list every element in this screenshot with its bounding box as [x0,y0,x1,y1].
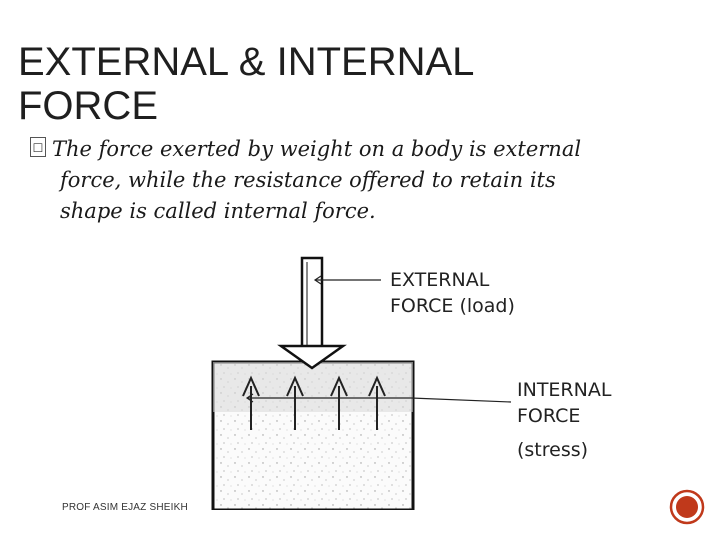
circle-nav-icon[interactable] [669,489,705,525]
body-line-3: shape is called internal force. [60,199,376,223]
external-label-line-2: FORCE (load) [390,295,515,317]
slide-title: EXTERNAL & INTERNAL FORCE [18,40,618,128]
external-force-arrow [277,256,347,370]
body-line-1: The force exerted by weight on a body is… [52,137,582,161]
internal-label-line-3: (stress) [517,439,588,461]
slide-title-line-2: FORCE [18,84,158,128]
slide-title-line-1: EXTERNAL & INTERNAL [18,40,475,84]
force-diagram: EXTERNAL FORCE (load) INTERNAL FORCE (st… [211,256,612,510]
internal-stress-arrows [242,375,386,430]
body-line-2: force, while the resistance offered to r… [60,168,556,192]
internal-label-line-2: FORCE [517,405,580,427]
internal-label-line-1: INTERNAL [517,379,612,401]
external-label-line-1: EXTERNAL [390,269,490,291]
body-paragraph: ☐ The force exerted by weight on a body … [30,134,690,227]
bullet-icon: ☐ [30,137,46,157]
footer-author: PROF ASIM EJAZ SHEIKH [62,502,188,513]
